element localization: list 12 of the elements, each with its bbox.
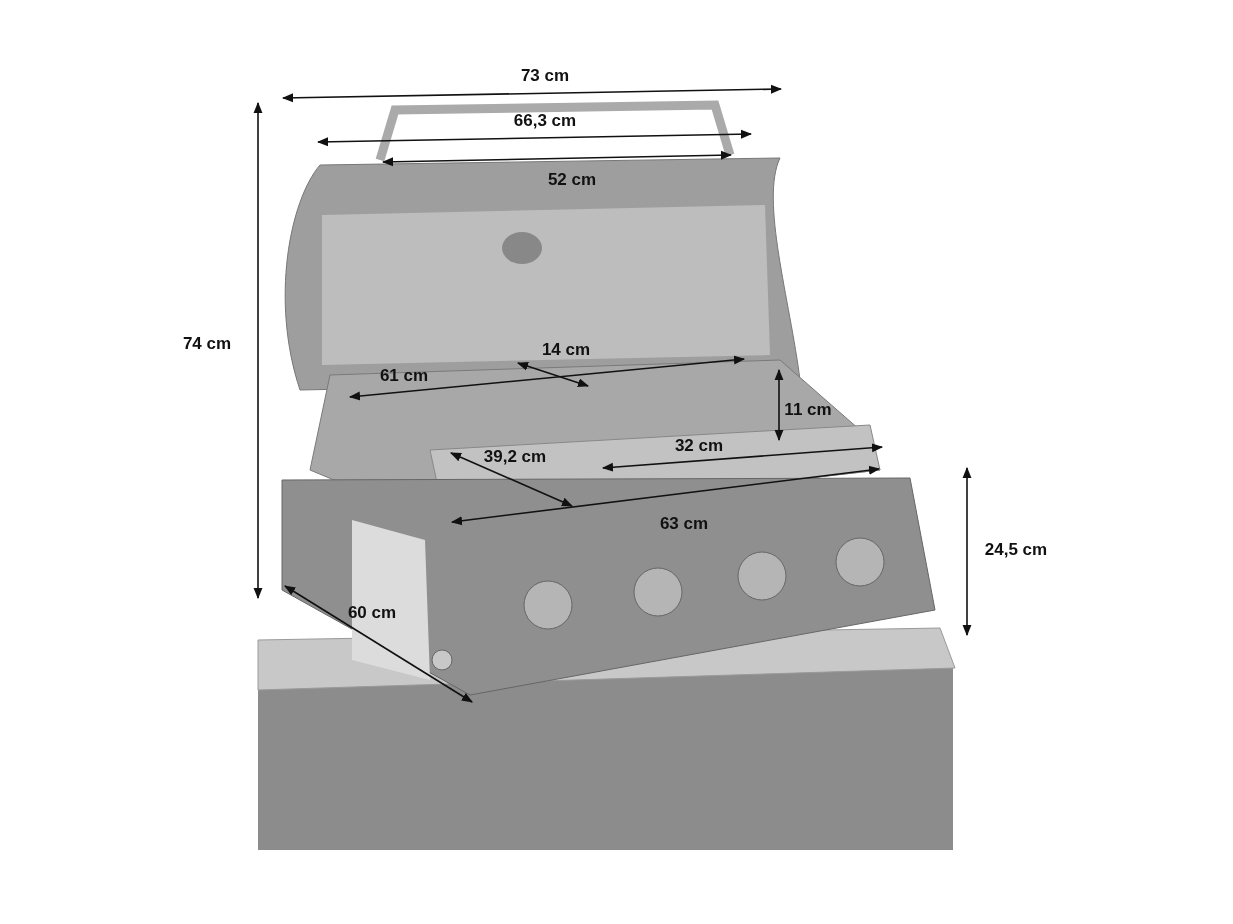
dimension-label: 66,3 cm [513,111,577,131]
dimension-label: 63 cm [659,514,709,534]
dimension-label: 39,2 cm [483,447,547,467]
dimension-label: 73 cm [520,66,570,86]
dimension-label: 24,5 cm [984,540,1048,560]
dimension-label: 52 cm [547,170,597,190]
dimension-label: 14 cm [541,340,591,360]
dimension-label: 74 cm [182,334,232,354]
dimension-label: 60 cm [347,603,397,623]
dimension-label: 11 cm [784,400,832,420]
dimension-label: 32 cm [674,436,724,456]
dimension-label: 61 cm [379,366,429,386]
